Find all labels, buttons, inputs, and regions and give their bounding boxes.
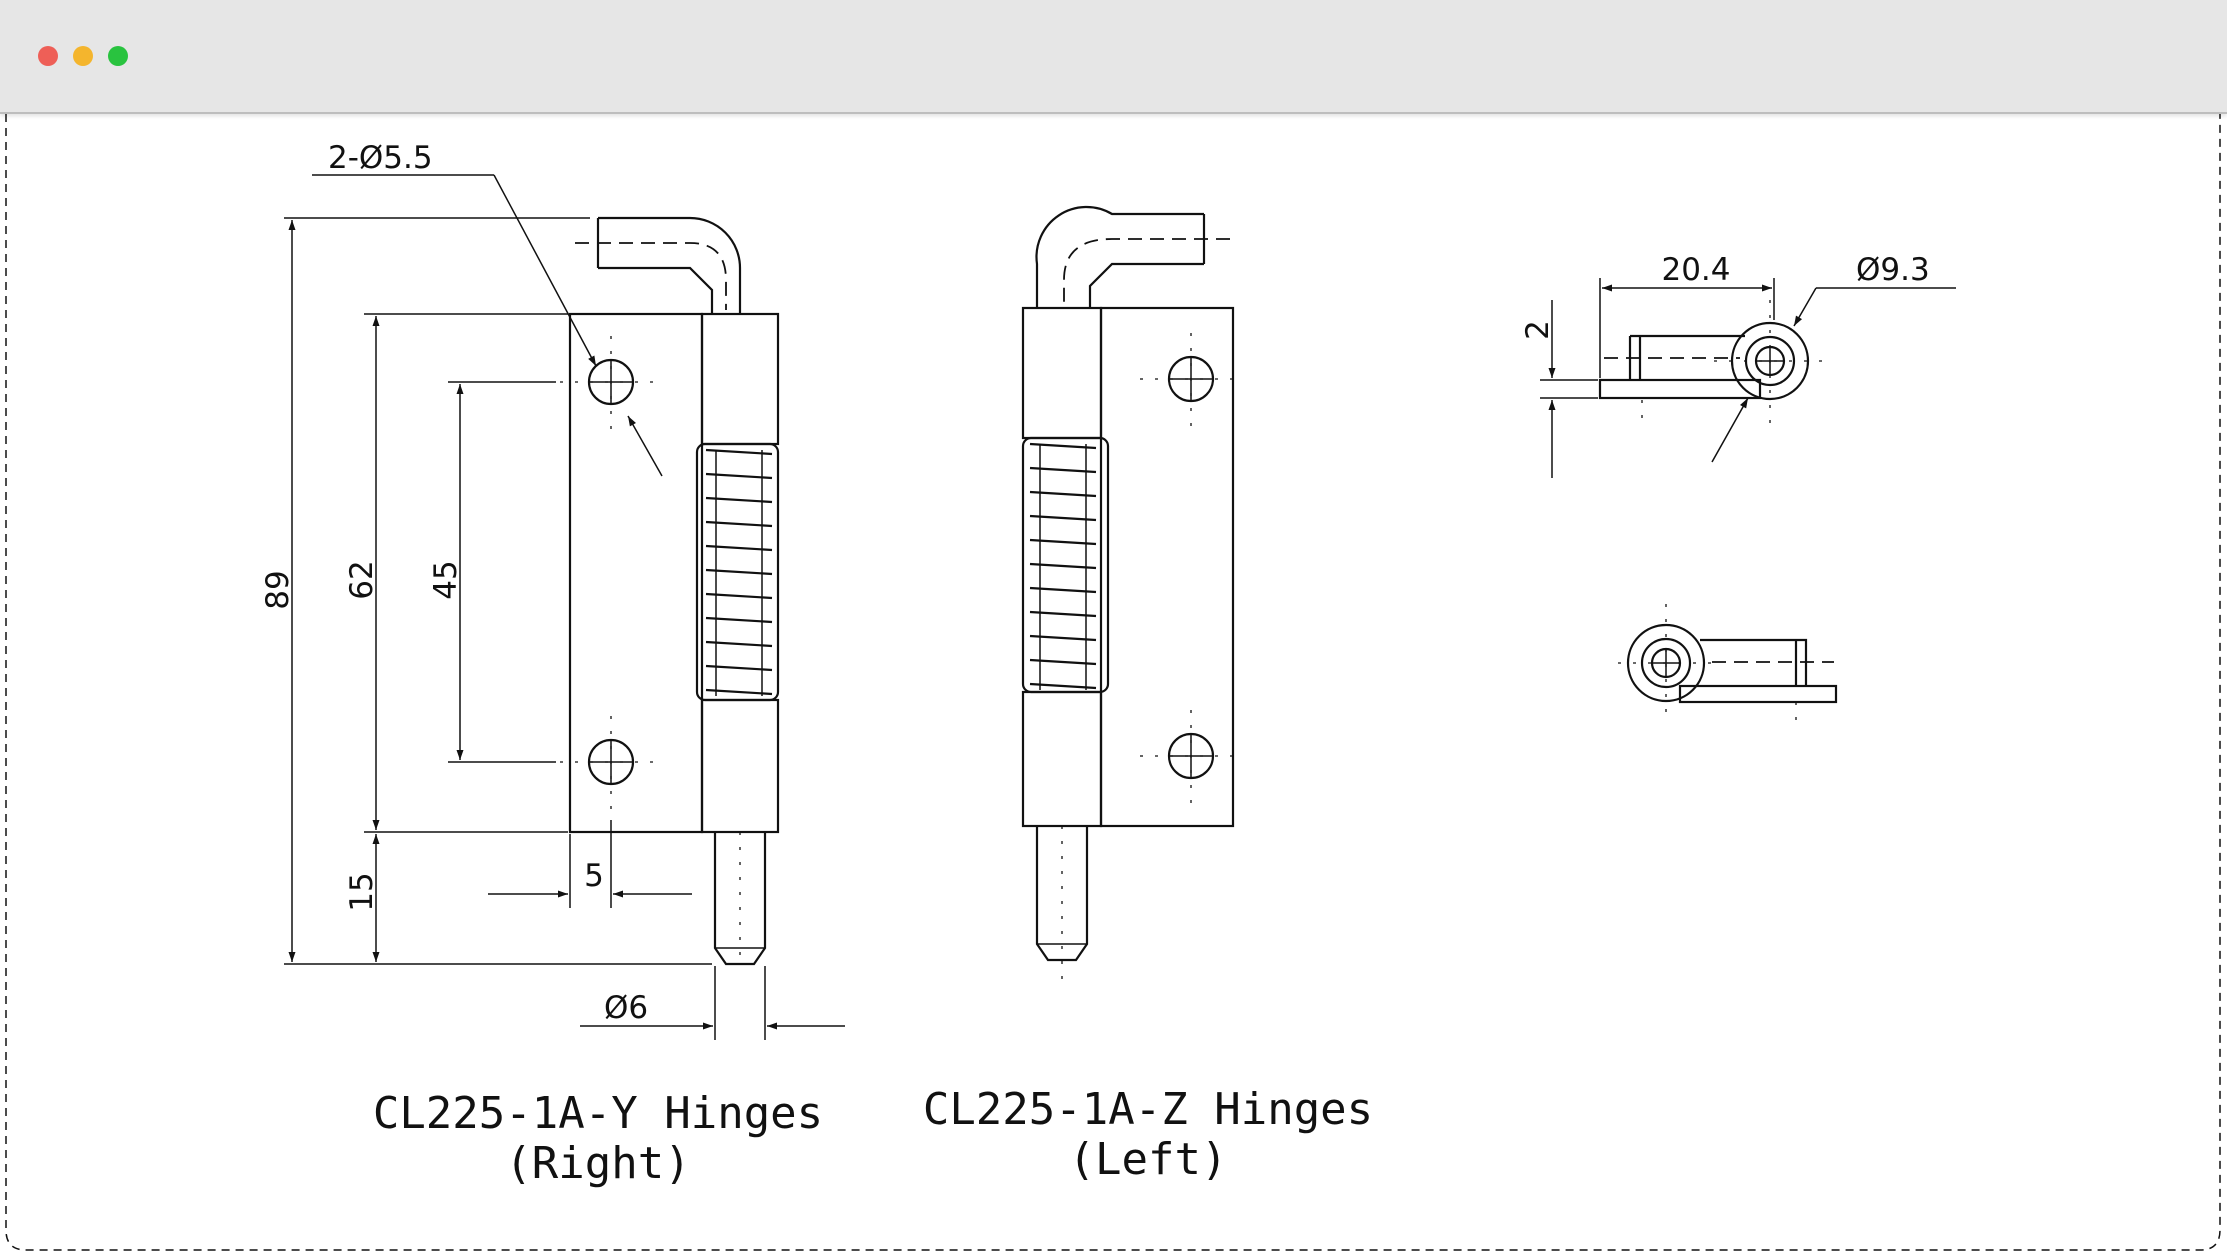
dim-pin-length-label: 15 <box>344 872 380 911</box>
dim-plate-thickness: 2 <box>1520 300 1598 478</box>
title-bar <box>0 0 2227 114</box>
dim-barrel-diameter: Ø9.3 <box>1711 252 1956 463</box>
right-hinge-subtitle: (Right) <box>505 1138 690 1189</box>
dim-plate-thickness-label: 2 <box>1520 320 1556 340</box>
left-hinge-subtitle: (Left) <box>1069 1134 1228 1185</box>
dim-hole-spacing-label: 45 <box>428 560 464 599</box>
dim-hole-edge: 5 <box>488 820 692 908</box>
maximize-window-button[interactable] <box>108 46 128 66</box>
minimize-window-button[interactable] <box>73 46 93 66</box>
dim-overall-height-label: 89 <box>260 570 296 609</box>
dim-plate-height-label: 62 <box>344 560 380 599</box>
close-window-button[interactable] <box>38 46 58 66</box>
dim-holes-leader: 2-Ø5.5 <box>312 140 663 477</box>
dim-pin-diameter: Ø6 <box>580 966 845 1040</box>
dim-hole-spacing: 45 <box>428 381 556 763</box>
right-hinge-hole-top <box>560 336 660 430</box>
page-frame <box>5 114 2221 1251</box>
side-view-bottom <box>1618 604 1838 724</box>
dim-side-length-label: 20.4 <box>1661 252 1730 288</box>
right-hinge-title: CL225-1A-Y Hinges <box>373 1088 823 1139</box>
dim-hole-edge-label: 5 <box>584 858 604 894</box>
left-hinge-title: CL225-1A-Z Hinges <box>923 1084 1373 1135</box>
right-hinge-front-view <box>560 216 780 966</box>
dim-holes-label: 2-Ø5.5 <box>328 140 433 176</box>
dim-barrel-diameter-label: Ø9.3 <box>1856 252 1930 288</box>
dim-plate-height: 62 <box>344 313 568 833</box>
left-hinge-front-view <box>1021 205 1240 985</box>
spring <box>705 448 773 696</box>
left-hinge-hole-top <box>1140 333 1240 427</box>
left-hinge-hole-bottom <box>1140 710 1240 806</box>
dim-pin-length: 15 <box>344 834 380 962</box>
side-view-top <box>1598 300 1830 424</box>
left-spring <box>1029 442 1097 690</box>
dim-overall-height: 89 <box>260 217 712 965</box>
technical-drawing: 2-Ø5.5 89 62 45 <box>5 114 2221 1251</box>
drawing-canvas: 2-Ø5.5 89 62 45 <box>0 114 2227 1254</box>
dim-pin-diameter-label: Ø6 <box>604 990 648 1026</box>
dim-side-length: 20.4 <box>1599 252 1775 378</box>
right-hinge-hole-bottom <box>560 716 660 812</box>
